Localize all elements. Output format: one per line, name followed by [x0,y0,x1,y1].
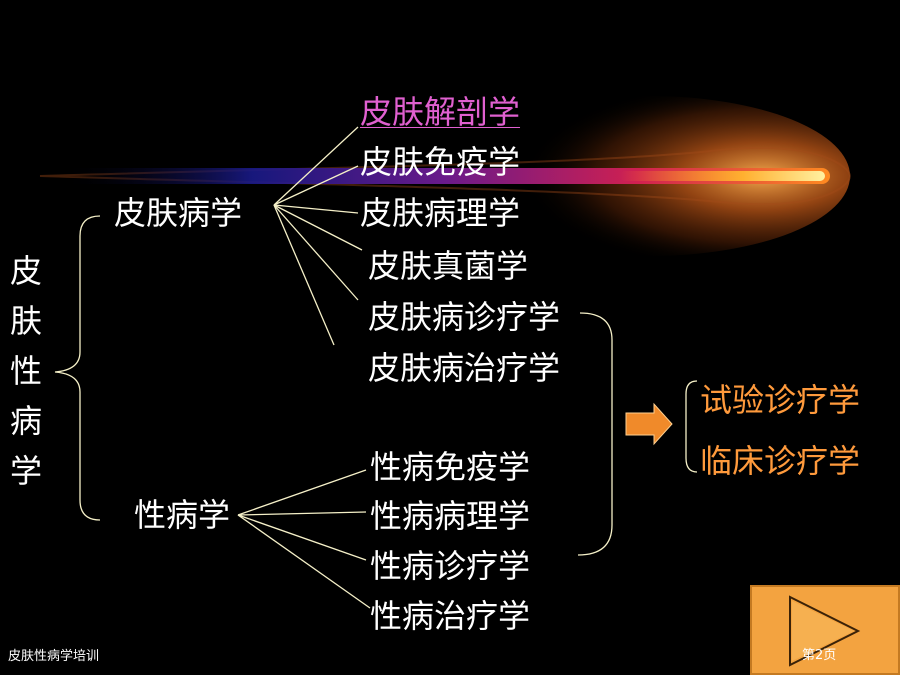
derm-child-anatomy-link[interactable]: 皮肤解剖学 [360,93,521,131]
derm-child: 皮肤病治疗学 [368,349,561,387]
play-triangle-icon [789,595,861,667]
std-child: 性病免疫学 [370,448,531,486]
root-bracket [54,215,101,521]
root-char: 学 [9,452,42,490]
root-char: 性 [9,352,42,390]
std-child: 性病诊疗学 [370,547,531,585]
derm-child: 皮肤真菌学 [368,247,529,285]
outcome-item: 试验诊疗学 [700,381,861,419]
branch-derm-label: 皮肤病学 [114,194,243,232]
branch-std-label: 性病学 [134,496,231,534]
page-number: 第2页 [802,648,837,663]
outcome-item: 临床诊疗学 [700,442,861,480]
std-child: 性病治疗学 [370,597,531,635]
std-child: 性病病理学 [370,497,531,535]
right-arrow-icon [625,402,673,446]
derm-child: 皮肤病理学 [360,194,521,232]
root-char: 皮 [9,252,42,290]
derm-child: 皮肤病诊疗学 [368,298,561,336]
diagnostic-bracket [577,312,613,556]
next-slide-button[interactable] [750,585,900,675]
outcome-bracket [685,380,698,473]
footer-title: 皮肤性病学培训 [8,649,100,664]
derm-child: 皮肤免疫学 [360,143,521,181]
root-char: 病 [9,402,42,440]
root-char: 肤 [9,302,42,340]
root-label: 皮 肤 性 病 学 [6,246,46,496]
